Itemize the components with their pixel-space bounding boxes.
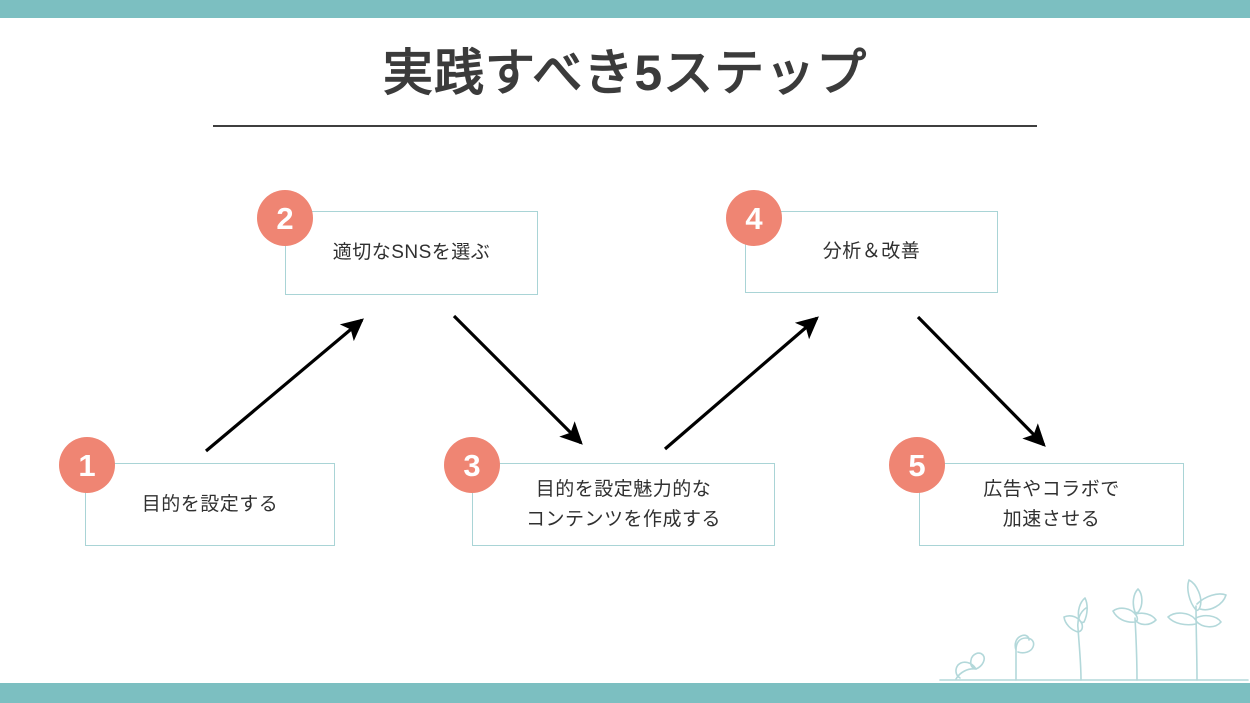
plant-stage-1 — [955, 652, 985, 680]
arrow-step4-to-step5 — [916, 315, 1046, 447]
bottom-accent-bar — [0, 683, 1250, 703]
step-label-3-line-2: コンテンツを作成する — [525, 508, 721, 530]
plant-growth-illustration — [939, 579, 1249, 681]
plant-stage-2 — [1014, 634, 1035, 681]
step-box-2[interactable]: 適切なSNSを選ぶ — [285, 211, 538, 295]
step-label-5-line-1: 広告やコラボで — [983, 478, 1120, 500]
step-label-3-line-1: 目的を設定魅力的な — [535, 478, 712, 500]
plant-stage-4 — [1112, 588, 1157, 681]
step-box-3[interactable]: 目的を設定魅力的な コンテンツを作成する — [472, 463, 775, 546]
step-box-5[interactable]: 広告やコラボで 加速させる — [919, 463, 1184, 546]
step-label-2: 適切なSNSを選ぶ — [332, 242, 491, 263]
step-box-4[interactable]: 分析＆改善 — [745, 211, 998, 293]
page-title: 実践すべき5ステップ — [382, 45, 868, 101]
step-box-1[interactable]: 目的を設定する — [85, 463, 335, 546]
step-label-5: 広告やコラボで 加速させる — [973, 475, 1130, 535]
step-label-3: 目的を設定魅力的な コンテンツを作成する — [516, 475, 731, 535]
step-badge-4: 4 — [726, 190, 782, 246]
arrow-step2-to-step3 — [452, 314, 583, 445]
step-label-1: 目的を設定する — [141, 493, 279, 515]
step-badge-1: 1 — [59, 437, 115, 493]
plant-stage-5 — [1167, 579, 1227, 681]
step-badge-2: 2 — [257, 190, 313, 246]
step-label-5-line-2: 加速させる — [1002, 508, 1101, 530]
arrow-step3-to-step4 — [663, 316, 819, 451]
title-underline — [213, 125, 1037, 127]
arrow-step1-to-step2 — [204, 318, 364, 453]
step-label-4: 分析＆改善 — [822, 241, 921, 262]
plant-stage-3 — [1063, 597, 1088, 681]
step-badge-3: 3 — [444, 437, 500, 493]
top-accent-bar — [0, 0, 1250, 18]
step-badge-5: 5 — [889, 437, 945, 493]
